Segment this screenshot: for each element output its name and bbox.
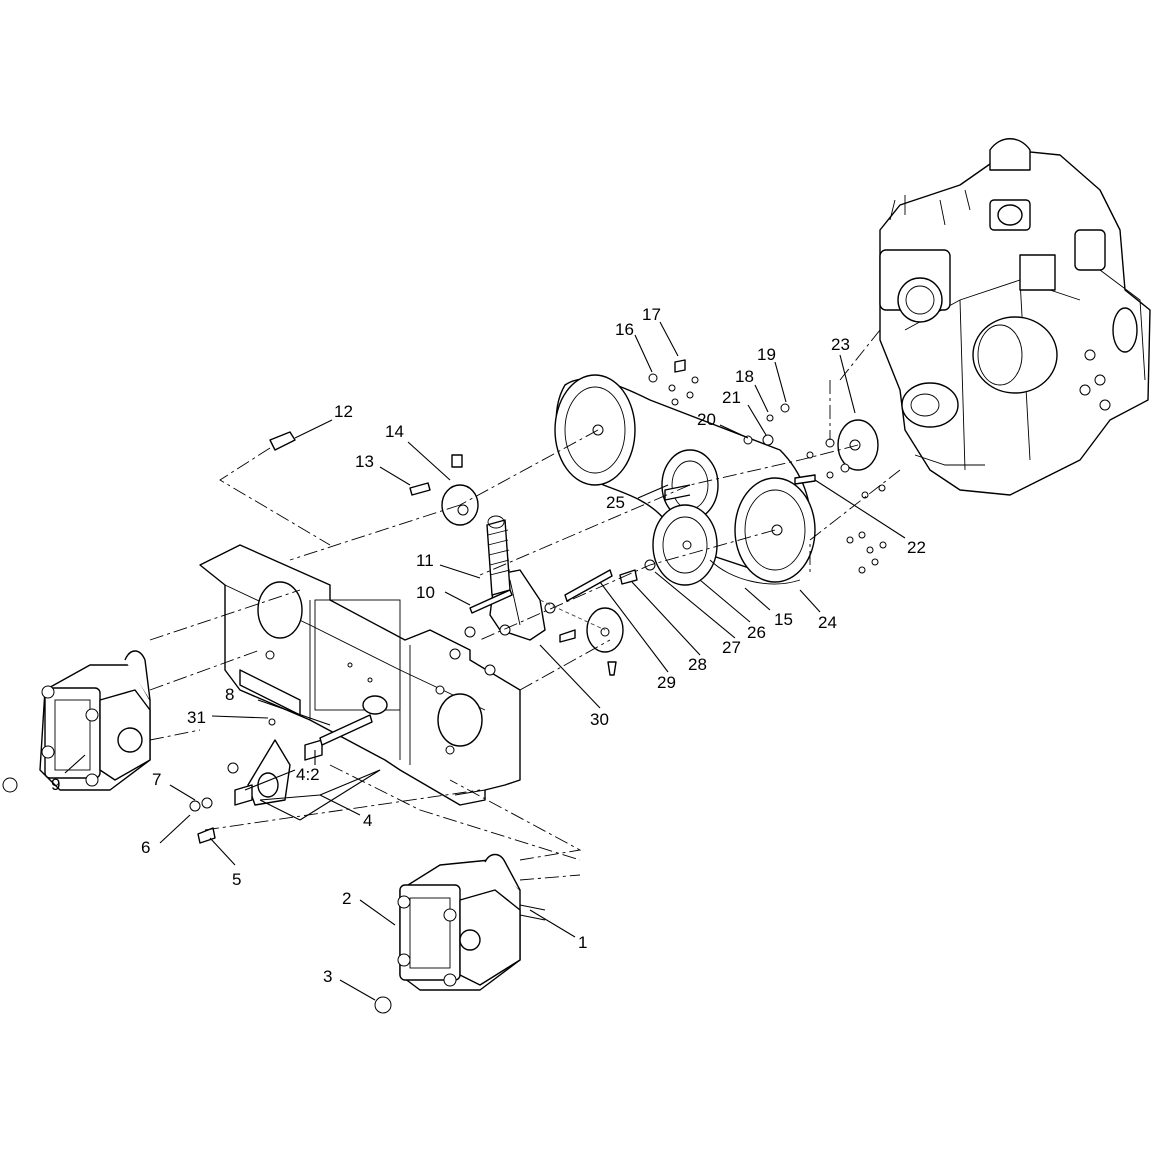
pump-left bbox=[2, 650, 151, 793]
callout-17: 17 bbox=[642, 305, 661, 324]
callout-21: 21 bbox=[722, 388, 741, 407]
callout-25: 25 bbox=[606, 493, 625, 512]
callout-14: 14 bbox=[385, 422, 404, 441]
pulley-system bbox=[554, 374, 816, 586]
engine-drawing bbox=[879, 138, 1151, 496]
callout-10: 10 bbox=[416, 583, 435, 602]
callout-19: 19 bbox=[757, 345, 776, 364]
callout-8: 8 bbox=[225, 685, 234, 704]
callout-22: 22 bbox=[907, 538, 926, 557]
callout-13: 13 bbox=[355, 452, 374, 471]
callout-9: 9 bbox=[51, 775, 60, 794]
callout-24: 24 bbox=[818, 613, 837, 632]
callout-2: 2 bbox=[342, 889, 351, 908]
assembly-center-lines bbox=[149, 329, 901, 881]
callout-7: 7 bbox=[152, 770, 161, 789]
callout-labels: 1 2 3 4 4:2 5 6 7 8 9 10 11 12 13 14 15 … bbox=[51, 305, 926, 986]
leader-lines bbox=[64, 321, 906, 1001]
callout-26: 26 bbox=[747, 623, 766, 642]
callout-4: 4 bbox=[363, 811, 372, 830]
callout-18: 18 bbox=[735, 367, 754, 386]
callout-20: 20 bbox=[697, 410, 716, 429]
callout-4-2: 4:2 bbox=[296, 765, 320, 784]
callout-6: 6 bbox=[141, 838, 150, 857]
callout-29: 29 bbox=[657, 673, 676, 692]
callout-16: 16 bbox=[615, 320, 634, 339]
callout-31: 31 bbox=[187, 708, 206, 727]
callout-15: 15 bbox=[774, 610, 793, 629]
callout-28: 28 bbox=[688, 655, 707, 674]
pump-bottom bbox=[374, 853, 546, 1014]
callout-12: 12 bbox=[334, 402, 353, 421]
hardware-parts bbox=[189, 359, 887, 844]
callout-3: 3 bbox=[323, 967, 332, 986]
callout-1: 1 bbox=[578, 933, 587, 952]
mounting-frame bbox=[199, 544, 521, 806]
idler-assembly bbox=[449, 515, 613, 676]
callout-23: 23 bbox=[831, 335, 850, 354]
callout-27: 27 bbox=[722, 638, 741, 657]
callout-30: 30 bbox=[590, 710, 609, 729]
callout-5: 5 bbox=[232, 870, 241, 889]
callout-11: 11 bbox=[416, 551, 434, 570]
